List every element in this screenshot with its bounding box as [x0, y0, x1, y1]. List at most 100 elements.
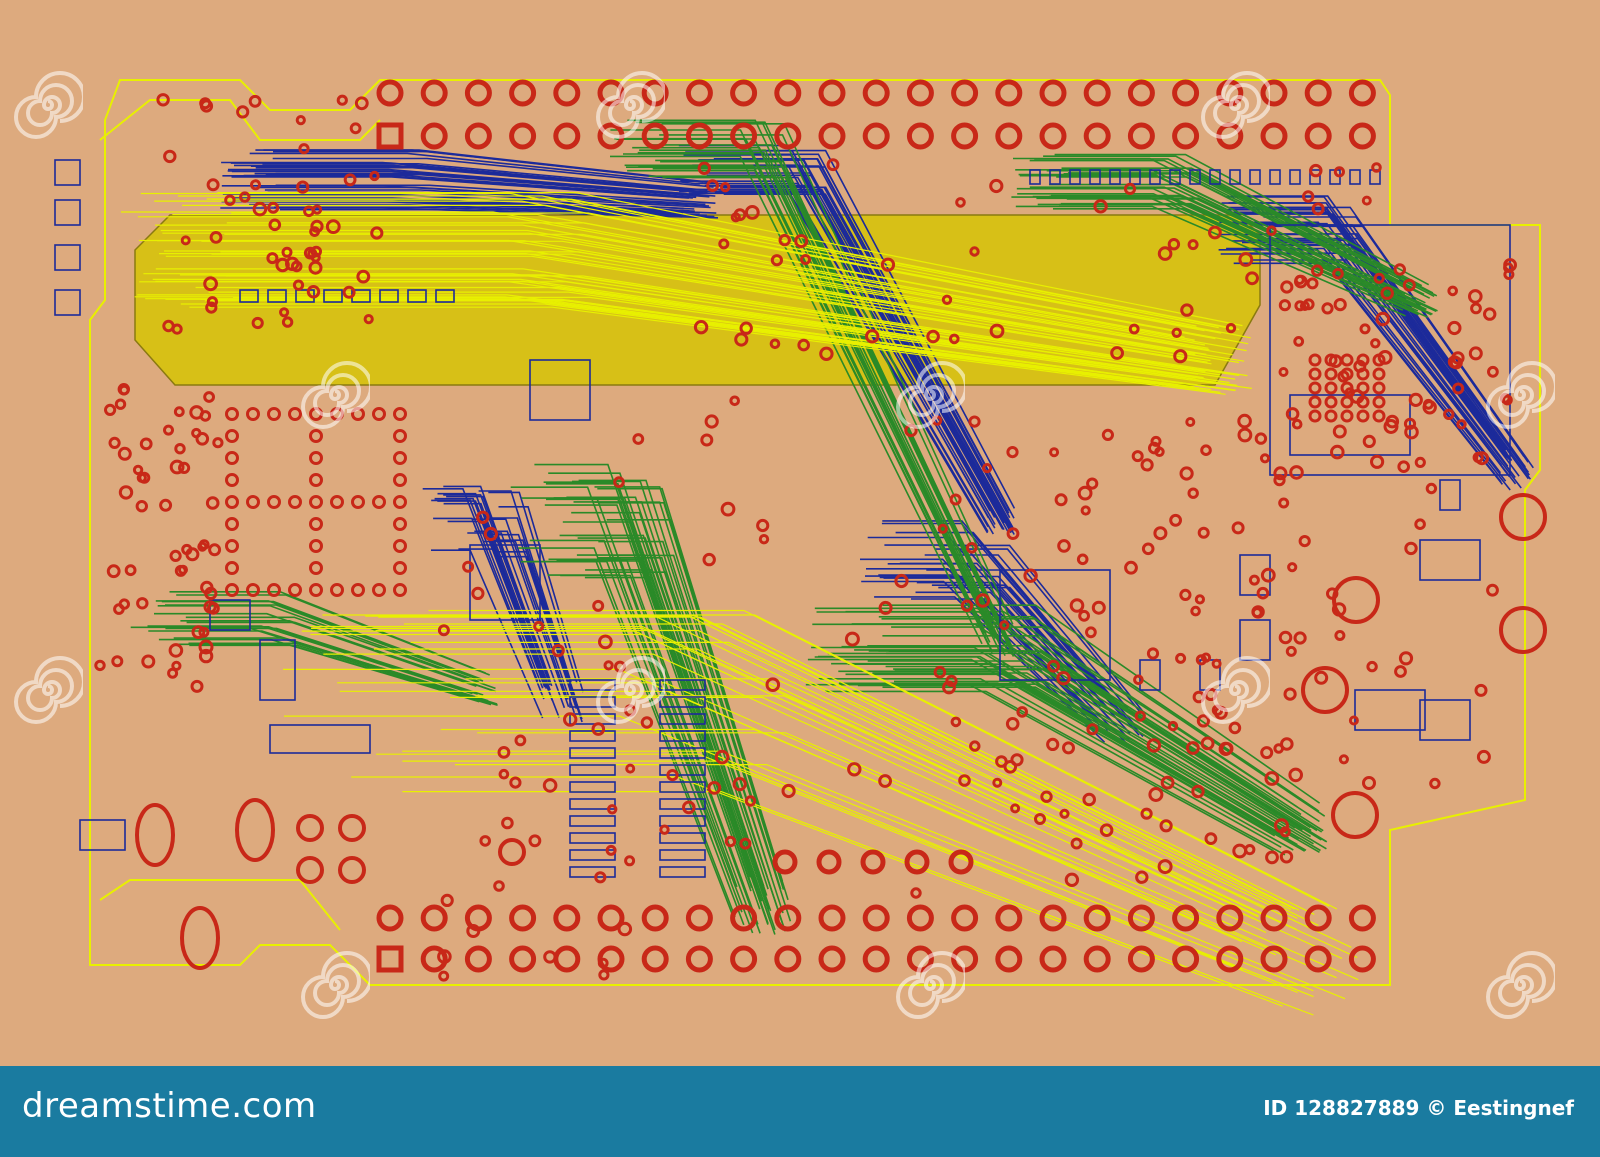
via: [1049, 447, 1060, 458]
via: [1244, 844, 1256, 856]
trace: [1041, 187, 1422, 306]
via: [1169, 513, 1182, 527]
via: [251, 316, 264, 330]
via: [1393, 263, 1407, 276]
header-pin: [509, 122, 537, 150]
via: [724, 835, 737, 848]
via: [1362, 434, 1376, 448]
via: [992, 777, 1003, 788]
trace: [1037, 203, 1419, 316]
silk-line: [180, 303, 1221, 393]
via: [1333, 166, 1346, 178]
via: [309, 226, 321, 238]
via: [310, 245, 323, 258]
via: [543, 950, 557, 964]
via: [955, 197, 966, 208]
component-footprint: [259, 639, 296, 701]
trace: [189, 644, 498, 706]
via-large: [338, 814, 366, 842]
via: [1348, 715, 1359, 726]
bga-pad: [1308, 353, 1322, 367]
mounting-pad: [1499, 606, 1547, 654]
via: [542, 778, 558, 793]
bga-pad: [372, 583, 386, 597]
via: [174, 443, 186, 455]
silk-line: [284, 715, 1243, 971]
smd-pad: [1109, 169, 1121, 185]
silk-line: [212, 198, 1240, 331]
chip-pin: [569, 713, 616, 725]
via: [960, 599, 974, 612]
via: [1091, 600, 1106, 615]
via: [949, 333, 960, 345]
via: [296, 180, 310, 194]
via: [178, 461, 191, 474]
via: [1040, 790, 1053, 803]
via: [819, 346, 834, 361]
smd-pad: [379, 289, 399, 303]
via: [1334, 630, 1346, 641]
silk-line: [465, 678, 1352, 948]
via: [794, 234, 809, 249]
via: [1150, 435, 1162, 447]
header-pin: [464, 122, 492, 150]
trace: [487, 533, 578, 710]
board-outline: [89, 79, 1541, 986]
header-pin: [1083, 122, 1111, 150]
via: [999, 620, 1010, 631]
header-pin: [1260, 79, 1288, 107]
trace: [597, 487, 784, 882]
bga-pad: [225, 539, 239, 553]
via: [124, 564, 137, 577]
silk-line: [162, 232, 1210, 351]
trace: [249, 152, 700, 185]
footer-brand: dreamstime.com: [22, 1086, 317, 1126]
smd-pad: [239, 289, 259, 303]
header-pin: [685, 79, 713, 107]
via: [1110, 346, 1124, 360]
silk-line: [164, 250, 1211, 362]
via: [697, 161, 711, 176]
smd-pad: [1129, 169, 1141, 185]
trace: [262, 163, 708, 192]
trace: [1043, 155, 1423, 287]
via: [598, 969, 610, 981]
via: [1179, 466, 1194, 481]
silk-line: [365, 615, 1292, 911]
via: [1280, 737, 1294, 751]
trace: [165, 604, 484, 682]
trace: [272, 157, 714, 188]
bga-pad: [1324, 395, 1338, 409]
via: [1148, 787, 1164, 802]
component-footprint: [469, 544, 541, 621]
via: [437, 949, 452, 964]
bga-pad: [1308, 395, 1322, 409]
header-pin: [730, 79, 758, 107]
smd-pad: [1249, 169, 1261, 185]
header-pin: [1172, 904, 1200, 932]
via: [605, 844, 617, 856]
bga-pad: [309, 583, 323, 597]
via: [797, 338, 811, 352]
via: [1423, 398, 1434, 410]
via: [739, 837, 752, 850]
silk-line: [134, 296, 1193, 389]
chip-pin: [569, 866, 616, 878]
via: [1157, 246, 1173, 261]
via: [94, 659, 106, 672]
via: [551, 644, 565, 658]
bga-pad: [351, 495, 365, 509]
via: [1443, 408, 1455, 420]
via: [356, 269, 371, 284]
via: [1278, 299, 1292, 312]
header-pin: [951, 122, 979, 150]
bga-pad: [246, 495, 260, 509]
via: [1006, 446, 1019, 459]
via: [1476, 749, 1491, 764]
via: [306, 285, 321, 299]
via: [1101, 428, 1115, 441]
header-pin-square: [376, 122, 404, 150]
trace: [680, 180, 989, 528]
trace: [1029, 159, 1415, 290]
trace: [443, 502, 551, 691]
